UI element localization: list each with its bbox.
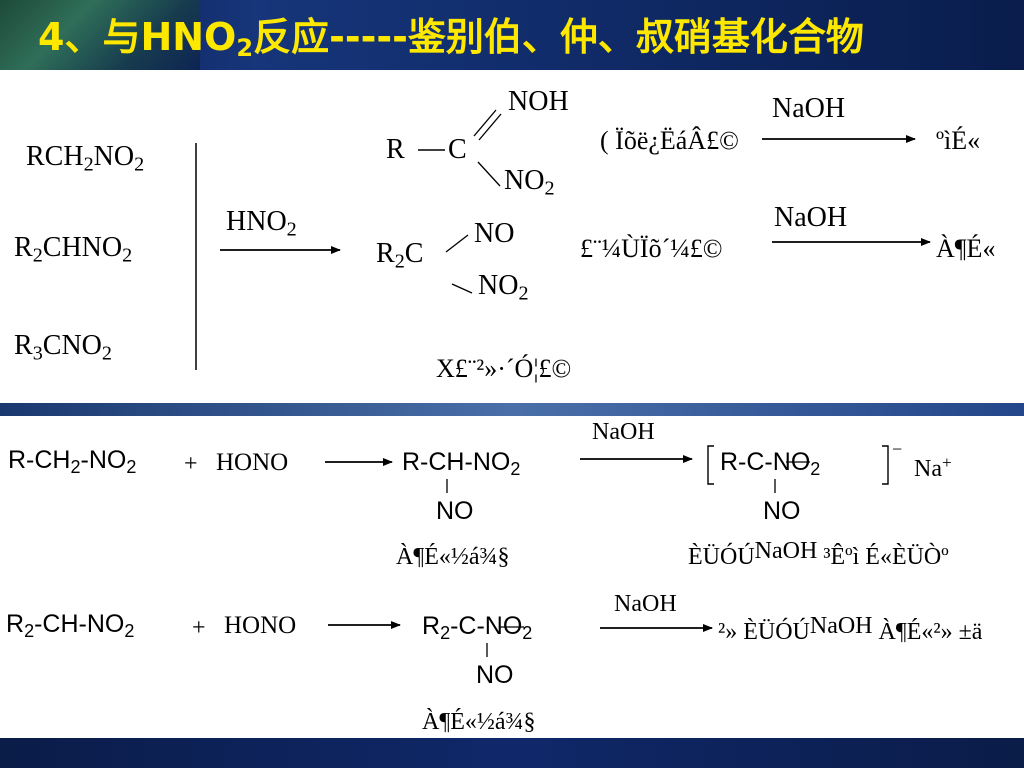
row2-product-s2: 2 [522,623,533,644]
p1-naoh: NaOH [772,93,846,124]
reactant-primary-b: NO [93,141,135,172]
row1-reactant-s: 2 [70,457,81,478]
row1-salt: R-C-NO2 [720,448,821,480]
row1-salt-note-a: ÈÜÓÚ [688,544,755,570]
row1-hono: HONO [216,449,289,476]
p1-double-bond-b [478,113,502,141]
p1-note: ( Ïõë¿ËáÂ£© [600,126,739,155]
row2-reactant-b: -CH-NO [34,610,125,638]
p1-r: R [386,134,405,165]
title-prefix: 4、与HNO [38,15,237,59]
title-suffix: 反应-----鉴别伯、仲、叔硝基化合物 [253,15,864,59]
row1-product-no: NO [436,497,474,525]
p2-no: NO [474,218,515,249]
row2-note-c: À¶É«²» ±ä [878,619,983,645]
row2-reactant-a: R [6,610,25,638]
reactant-secondary-s1: 2 [32,244,43,267]
row2-reactant-s: 2 [24,621,35,642]
row2-product-a: R [422,612,441,640]
reactant-primary: RCH2NO2 [26,143,144,175]
row1-salt-note-b: NaOH [754,538,818,564]
reactant-secondary-s2: 2 [122,244,133,267]
row1-reactant: R-CH2-NO2 [8,446,137,478]
row1-salt-a: R-C-NO [720,448,811,476]
p2-naoh: NaOH [774,202,848,233]
p3-note: X£¨²»·´Ó¦£© [436,354,572,383]
reactant-tertiary-b: CNO [42,330,102,361]
p1-double-bond-a [473,109,497,137]
row2-note: ²» ÈÜÓÚNaOH À¶É«²» ±ä [718,614,983,645]
row2-product-b: -C-NO [450,612,523,640]
row1-product-a: R-CH-NO [402,448,511,476]
row2-reactant-s2: 2 [124,621,135,642]
row2-product-note: À¶É«½á¾§ [422,709,536,735]
row1-na: Na+ [914,454,952,481]
p1-no2: NO2 [504,167,555,199]
reagent-hno2-a: HNO [226,206,287,237]
section-divider [0,403,1024,416]
row1-reactant-s2: 2 [126,457,137,478]
header-ornament [0,0,200,70]
slide-title: 4、与HNO2反应-----鉴别伯、仲、叔硝基化合物 [38,6,864,62]
row1-bracket-right [882,445,889,485]
row2-note-a: ²» ÈÜÓÚ [718,619,810,645]
reactant-primary-a: RCH [26,141,84,172]
row1-reactant-a: R-CH [8,446,71,474]
row2-naoh: NaOH [614,591,677,617]
p2-c: C [404,238,424,269]
p2-no2-a: NO [478,270,519,301]
title-subscript: 2 [236,34,254,62]
row1-na-a: Na [914,455,942,482]
p1-no2-sub: 2 [544,177,555,200]
row2-note-b: NaOH [809,613,873,639]
row1-salt-note: ÈÜÓÚNaOH ³Êºì É«ÈÜÒº [688,539,949,570]
row1-naoh: NaOH [592,419,655,445]
row2-product-no: NO [476,661,514,689]
p2-r-sub: 2 [394,250,405,273]
p2-note: £¨¼ÙÏõ´¼£© [580,234,723,263]
footer-band [0,738,1024,768]
reactant-tertiary: R3CNO2 [14,332,112,364]
reactant-secondary-b: CHNO [42,232,123,263]
row1-reactant-b: -NO [80,446,127,474]
p2-r2c: R2C [376,240,423,272]
reactant-primary-s1: 2 [83,153,94,176]
row2-product: R2-C-NO2 [422,612,533,644]
row2-reactant: R2-CH-NO2 [6,610,135,642]
row1-product-s: 2 [510,459,521,480]
row1-plus: + [184,451,198,477]
reagent-hno2: HNO2 [226,208,297,240]
p2-no2: NO2 [478,272,529,304]
reactant-tertiary-s1: 3 [32,342,43,365]
reactant-secondary-a: R [14,232,33,263]
row1-product-note: À¶É«½á¾§ [396,544,510,570]
p1-no2-a: NO [504,165,545,196]
p2-r: R [376,238,395,269]
p1-c: C [448,134,467,165]
row1-salt-no: NO [763,497,801,525]
reactant-tertiary-a: R [14,330,33,361]
p1-bond-no2 [477,161,501,187]
reactant-tertiary-s2: 2 [101,342,112,365]
row1-salt-note-c: ³Êºì É«ÈÜÒº [823,544,949,570]
row1-na-charge: + [941,453,952,472]
reagent-hno2-sub: 2 [286,218,297,241]
row1-product: R-CH-NO2 [402,448,521,480]
row2-plus: + [192,615,206,641]
row2-hono: HONO [224,612,297,639]
reactant-primary-s2: 2 [134,153,145,176]
row1-bracket-left [707,445,714,485]
row1-salt-charge: − [892,439,903,459]
title-bar: 4、与HNO2反应-----鉴别伯、仲、叔硝基化合物 [0,0,1024,70]
p2-bond-no2 [451,283,473,294]
p1-noh: NOH [508,86,569,117]
reactant-secondary: R2CHNO2 [14,234,132,266]
p1-result: ºìÉ« [936,126,981,155]
p2-bond-no [445,234,469,253]
p2-no2-sub: 2 [518,282,529,305]
row2-product-s: 2 [440,623,451,644]
row1-salt-s: 2 [810,459,821,480]
p2-result: À¶É« [936,234,996,263]
